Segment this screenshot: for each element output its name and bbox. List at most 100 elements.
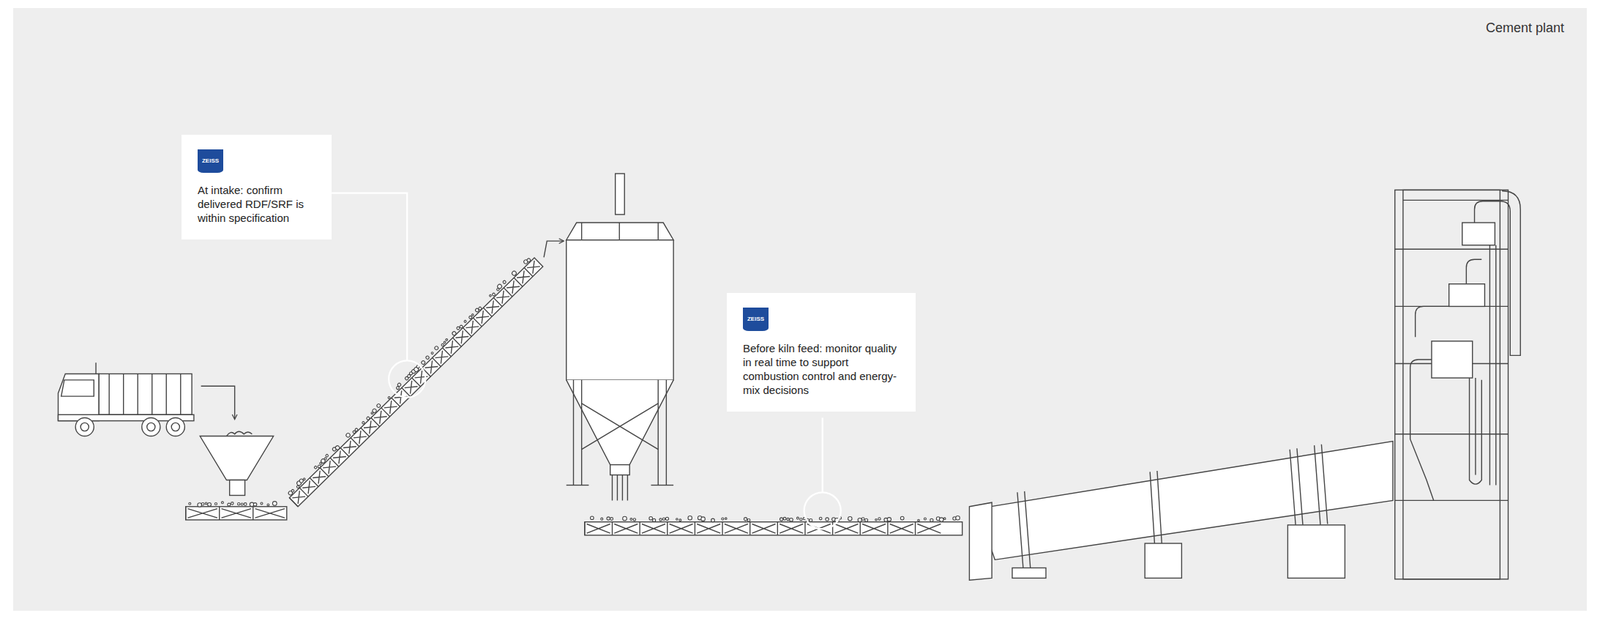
fuel-particle — [786, 517, 790, 520]
fuel-particle — [711, 518, 716, 522]
fuel-particle — [600, 517, 604, 520]
rotary-kiln — [969, 441, 1393, 581]
fuel-particle — [633, 518, 636, 521]
fuel-particle — [783, 516, 787, 520]
fuel-particle — [721, 517, 724, 520]
stroke — [108, 373, 110, 415]
fuel-particle — [451, 330, 457, 336]
fuel-particle — [825, 517, 829, 521]
fuel-particle — [622, 516, 628, 521]
fuel-particle — [510, 270, 517, 276]
fuel-particle — [214, 502, 217, 505]
fuel-particle — [743, 517, 747, 521]
fuel-particle — [431, 351, 435, 355]
fuel-particle — [207, 502, 212, 506]
fuel-particle — [434, 345, 440, 351]
hopper — [199, 431, 274, 495]
fuel-particle — [201, 502, 204, 506]
truss — [584, 521, 611, 536]
truss — [253, 506, 285, 520]
fuel-particle — [747, 518, 751, 522]
fuel-particle — [420, 360, 426, 366]
fuel-particle — [303, 477, 306, 481]
preheater-tower — [1395, 189, 1521, 579]
fuel-particle — [662, 517, 665, 520]
fuel-particle — [253, 502, 257, 507]
fuel-particle — [443, 341, 447, 345]
fuel-particle — [526, 257, 531, 263]
kiln-feed-conveyor — [584, 515, 963, 535]
truss — [694, 521, 721, 536]
fuel-particle — [237, 502, 241, 505]
fuel-particle — [939, 517, 943, 522]
truss — [722, 521, 749, 536]
fuel-particle — [630, 518, 633, 521]
stroke — [180, 373, 181, 415]
stroke — [166, 373, 167, 415]
fuel-particle — [240, 502, 244, 506]
feed-conveyor — [185, 501, 287, 520]
fuel-particle — [317, 464, 322, 468]
fuel-particle — [197, 502, 202, 507]
fuel-particle — [819, 516, 822, 520]
fuel-particle — [459, 324, 464, 328]
fuel-particle — [930, 518, 934, 522]
conveyor-frame — [584, 521, 963, 536]
fuel-particle — [267, 503, 270, 506]
fuel-particle — [396, 382, 402, 387]
fuel-particle — [188, 502, 192, 505]
fuel-particle — [848, 516, 852, 521]
fuel-particle — [659, 518, 662, 521]
callout-box: ZEISS At intake: confirm delivered RDF/SR… — [181, 134, 332, 240]
silo — [566, 173, 674, 500]
stroke — [122, 373, 124, 415]
fuel-particle — [610, 517, 614, 521]
brand-logo: ZEISS — [197, 149, 224, 173]
fuel-particle — [955, 515, 960, 520]
fuel-particle — [665, 516, 669, 520]
truss — [915, 521, 942, 536]
stroke — [137, 373, 139, 415]
fuel-particle — [365, 415, 370, 420]
fuel-particle — [857, 517, 862, 522]
fuel-particle — [590, 516, 595, 520]
fuel-particle — [606, 516, 610, 520]
fuel-particle — [477, 305, 482, 310]
truss — [639, 521, 666, 536]
fuel-particle — [789, 517, 794, 522]
truss — [777, 521, 803, 536]
fuel-particle — [371, 407, 377, 413]
brand-logo: ZEISS — [742, 307, 769, 331]
fuel-particle — [221, 501, 224, 504]
fuel-particle — [291, 488, 295, 493]
fuel-particle — [679, 518, 682, 522]
fuel-particle — [324, 453, 329, 458]
fuel-particle — [227, 502, 231, 506]
conveyor-frame — [289, 257, 543, 507]
truss — [832, 521, 859, 536]
fuel-particle — [900, 516, 904, 520]
fuel-particle — [676, 518, 679, 521]
fuel-particle — [471, 313, 475, 317]
callout-box: ZEISSBefore kiln feed: monitor quality i… — [726, 292, 916, 412]
truss — [750, 521, 776, 536]
fuel-particle — [780, 517, 784, 521]
fuel-particle — [861, 517, 865, 521]
fuel-particle — [313, 465, 318, 470]
fuel-particle — [354, 427, 358, 432]
truss — [611, 521, 638, 536]
fuel-particle — [425, 354, 430, 360]
callout-text: At intake: confirm delivered RDF/SRF is … — [197, 182, 316, 225]
fuel-particle — [440, 343, 444, 347]
conveyor-frame — [185, 506, 287, 520]
fuel-particle — [376, 403, 382, 409]
fuel-particle — [796, 516, 799, 519]
fuel-particle — [323, 456, 327, 460]
fuel-particle — [387, 395, 391, 399]
dump-arrow — [201, 385, 235, 419]
fuel-particle — [272, 501, 277, 506]
fuel-particle — [865, 518, 869, 522]
plant-label: Cement plant — [1485, 20, 1565, 36]
fuel-particle — [800, 518, 803, 521]
silo-inlet-arrow — [543, 240, 563, 257]
